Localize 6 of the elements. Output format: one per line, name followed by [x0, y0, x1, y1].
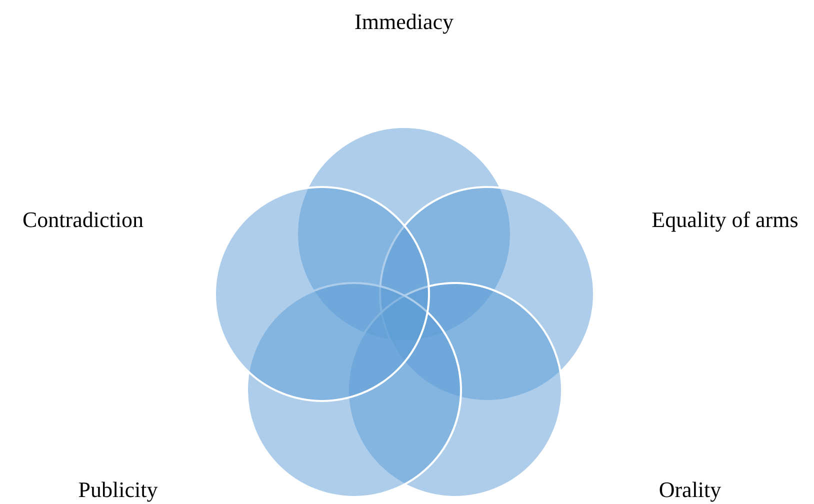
category-label: Orality: [658, 477, 722, 503]
category-label: Equality of arms: [652, 207, 798, 233]
overlap-circle: [214, 186, 430, 402]
category-label: Contradiction: [22, 207, 144, 233]
category-label: Immediacy: [354, 9, 454, 35]
category-label: Publicity: [78, 477, 158, 503]
